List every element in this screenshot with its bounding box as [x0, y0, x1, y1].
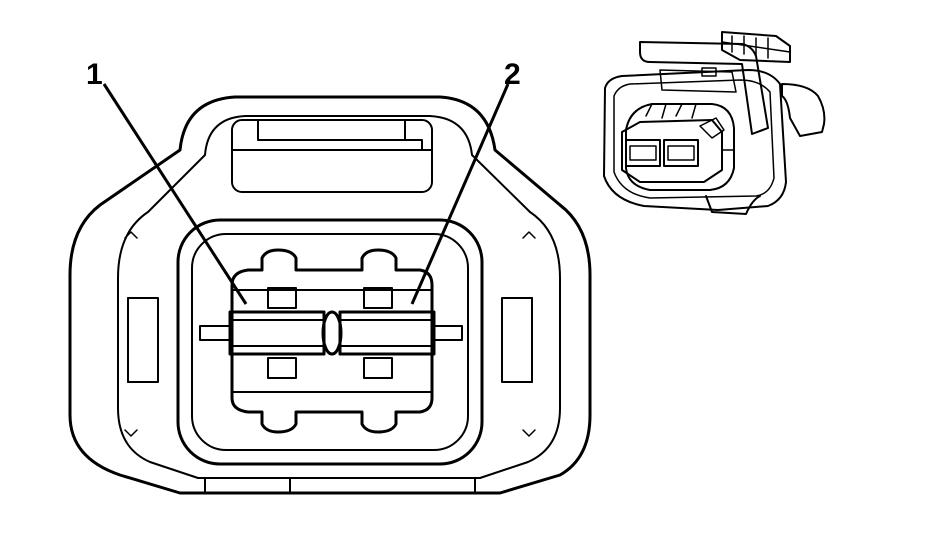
iso-pin-2 — [663, 139, 699, 167]
iso-side-tab — [781, 83, 826, 137]
iso-latch-inner — [659, 69, 737, 93]
iso-pin-1 — [625, 139, 661, 167]
iso-cavity — [625, 103, 735, 191]
connector-outer-body — [68, 95, 592, 495]
bottom-ledge — [204, 477, 476, 494]
connector-face-view — [68, 95, 592, 495]
iso-shell — [603, 69, 787, 211]
callout-1: 1 — [86, 58, 248, 305]
pin-1-terminal — [228, 310, 326, 356]
callout-label-2: 2 — [504, 58, 521, 91]
iso-pin-tabs — [645, 103, 697, 119]
callout-2: 2 — [410, 58, 521, 305]
callout-label-1: 1 — [86, 58, 103, 91]
right-side-tab — [501, 297, 533, 383]
callout-leader-2 — [410, 83, 510, 305]
callout-leader-1 — [102, 83, 248, 305]
pin-2-terminal — [338, 310, 436, 356]
iso-bottom-lip — [705, 195, 761, 215]
iso-terminal-housing — [621, 119, 723, 183]
top-latch — [231, 119, 433, 193]
left-terminal-stub — [199, 325, 231, 341]
left-side-tab — [127, 297, 159, 383]
connector-isometric-view — [603, 31, 826, 215]
mating-cavity-middle — [191, 233, 469, 451]
iso-rib-block — [721, 31, 791, 63]
iso-latch-slot — [701, 67, 717, 77]
mating-cavity-outer — [176, 218, 484, 466]
corner-bumps — [124, 231, 536, 437]
right-terminal-stub — [433, 325, 463, 341]
terminal-notches — [267, 287, 393, 379]
terminal-housing — [230, 248, 434, 434]
terminal-divider — [321, 310, 343, 356]
iso-shell-inner — [613, 79, 775, 199]
connector-inner-body — [117, 115, 561, 479]
